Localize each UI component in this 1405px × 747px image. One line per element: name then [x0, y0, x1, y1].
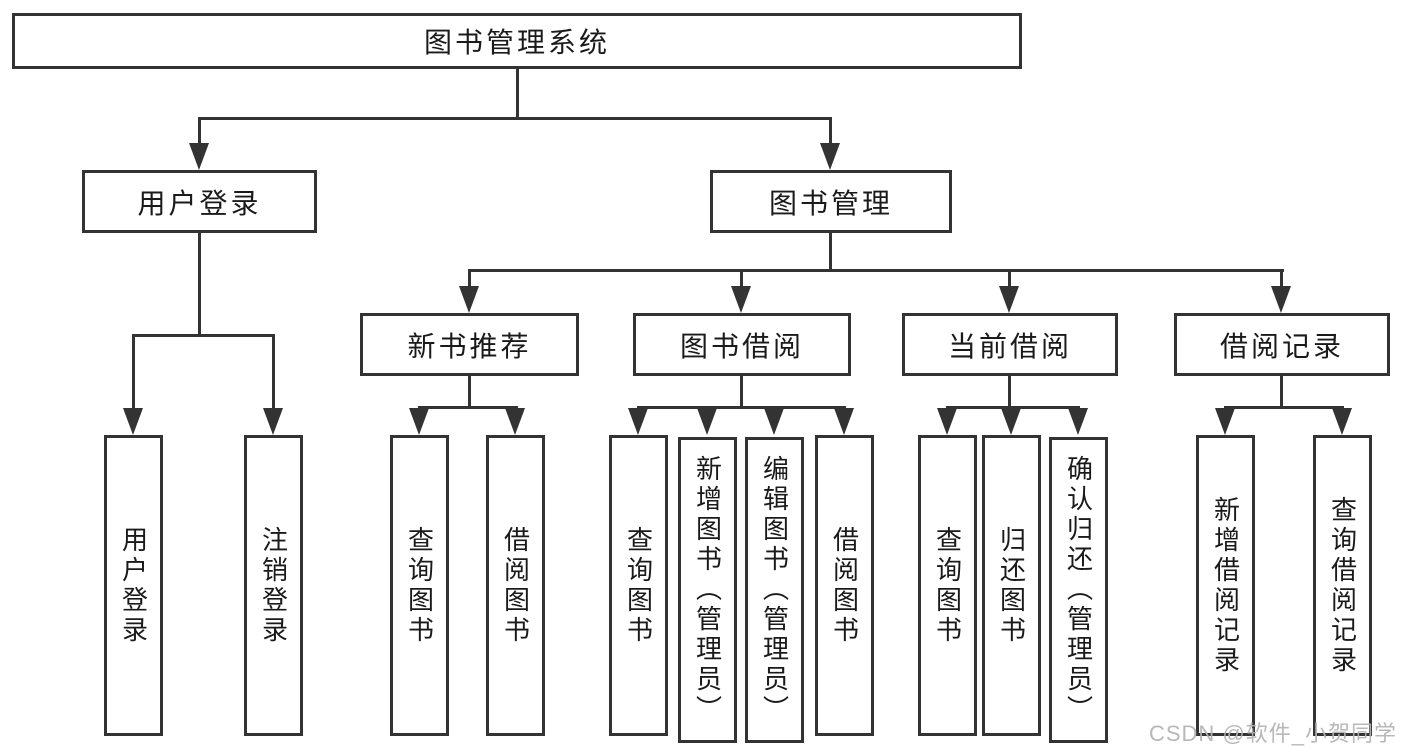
- node-label: 图书管理系统: [423, 27, 610, 58]
- arrow-down-icon: [409, 408, 429, 435]
- arrow-down-icon: [123, 408, 143, 435]
- connector-book-mgmt-branch: [468, 269, 1284, 272]
- connector-user-login-branch: [132, 334, 275, 337]
- leaf-label: 编辑图书（管理员）: [759, 455, 790, 725]
- leaf-label: 借阅图书: [829, 525, 860, 646]
- node-label: 新书推荐: [407, 330, 532, 362]
- connector-new-book-branch: [418, 406, 518, 409]
- connector-book-borrowing-branch: [637, 406, 846, 409]
- connector-drop-leaf-user-login: [132, 334, 135, 410]
- arrow-down-icon: [731, 286, 751, 313]
- leaf-label: 确认归还（管理员）: [1063, 455, 1094, 725]
- node-label: 当前借阅: [947, 330, 1072, 362]
- arrow-down-icon: [505, 408, 525, 435]
- leaf-label: 注销登录: [258, 525, 289, 646]
- arrow-down-icon: [189, 143, 209, 170]
- connector-drop-book-mgmt: [829, 117, 832, 148]
- node-label: 图书管理: [768, 187, 893, 219]
- arrow-down-icon: [999, 286, 1019, 313]
- leaf-query-books-recommend: 查询图书: [390, 435, 449, 736]
- arrow-down-icon: [697, 408, 717, 435]
- connector-borrowing-records-stem: [1280, 376, 1283, 407]
- node-borrowing-records: 借阅记录: [1174, 313, 1390, 376]
- arrow-down-icon: [1068, 408, 1088, 435]
- leaf-label: 查询图书: [404, 525, 435, 646]
- leaf-query-books-borrowing: 查询图书: [609, 435, 668, 736]
- arrow-down-icon: [1271, 286, 1291, 313]
- watermark: CSDN @软件_小贺同学: [1148, 721, 1397, 746]
- arrow-down-icon: [459, 286, 479, 313]
- connector-drop-user-login: [198, 117, 201, 148]
- leaf-logout: 注销登录: [244, 435, 303, 736]
- leaf-add-borrow-record: 新增借阅记录: [1196, 435, 1255, 736]
- connector-new-book-stem: [468, 376, 471, 407]
- connector-drop-new-book: [468, 269, 471, 290]
- node-current-borrowing: 当前借阅: [902, 313, 1118, 376]
- node-book-borrowing: 图书借阅: [633, 313, 851, 376]
- leaf-edit-book-admin: 编辑图书（管理员）: [745, 437, 804, 743]
- connector-current-borrowing-branch: [946, 406, 1080, 409]
- leaf-label: 借阅图书: [500, 525, 531, 646]
- connector-drop-leaf-logout: [272, 334, 275, 410]
- arrow-down-icon: [1332, 408, 1352, 435]
- leaf-confirm-return-admin: 确认归还（管理员）: [1049, 437, 1108, 743]
- node-label: 用户登录: [137, 187, 262, 219]
- leaf-label: 查询图书: [623, 525, 654, 646]
- node-new-book-recommend: 新书推荐: [360, 313, 579, 376]
- arrow-down-icon: [1215, 408, 1235, 435]
- connector-borrowing-records-branch: [1224, 406, 1344, 409]
- connector-drop-book-borrowing: [740, 269, 743, 290]
- leaf-label: 归还图书: [996, 525, 1027, 646]
- leaf-label: 新增图书（管理员）: [692, 455, 723, 725]
- arrow-down-icon: [834, 408, 854, 435]
- arrow-down-icon: [820, 143, 840, 170]
- leaf-label: 查询借阅记录: [1327, 495, 1358, 676]
- leaf-user-login: 用户登录: [104, 435, 163, 736]
- node-label: 借阅记录: [1219, 330, 1344, 362]
- leaf-label: 新增借阅记录: [1210, 495, 1241, 676]
- leaf-borrow-books-recommend: 借阅图书: [486, 435, 545, 736]
- node-library-management-system: 图书管理系统: [12, 13, 1022, 69]
- connector-book-borrowing-stem: [740, 376, 743, 407]
- leaf-add-book-admin: 新增图书（管理员）: [678, 437, 737, 743]
- node-book-management: 图书管理: [710, 170, 952, 233]
- arrow-down-icon: [628, 408, 648, 435]
- connector-root-stem: [516, 69, 519, 118]
- leaf-query-borrow-record: 查询借阅记录: [1313, 435, 1372, 736]
- arrow-down-icon: [937, 408, 957, 435]
- node-user-login: 用户登录: [82, 170, 317, 233]
- connector-current-borrowing-stem: [1008, 376, 1011, 407]
- arrow-down-icon: [263, 408, 283, 435]
- arrow-down-icon: [1001, 408, 1021, 435]
- connector-book-mgmt-stem: [829, 233, 832, 270]
- leaf-return-book: 归还图书: [982, 435, 1041, 736]
- leaf-query-books-current: 查询图书: [918, 435, 977, 736]
- connector-root-branch: [198, 117, 832, 120]
- arrow-down-icon: [764, 408, 784, 435]
- leaf-label: 用户登录: [118, 525, 149, 646]
- connector-drop-borrowing-records: [1280, 269, 1283, 290]
- leaf-borrow-books: 借阅图书: [815, 435, 874, 736]
- node-label: 图书借阅: [679, 330, 804, 362]
- connector-user-login-stem: [198, 233, 201, 335]
- connector-drop-current-borrowing: [1008, 269, 1011, 290]
- leaf-label: 查询图书: [932, 525, 963, 646]
